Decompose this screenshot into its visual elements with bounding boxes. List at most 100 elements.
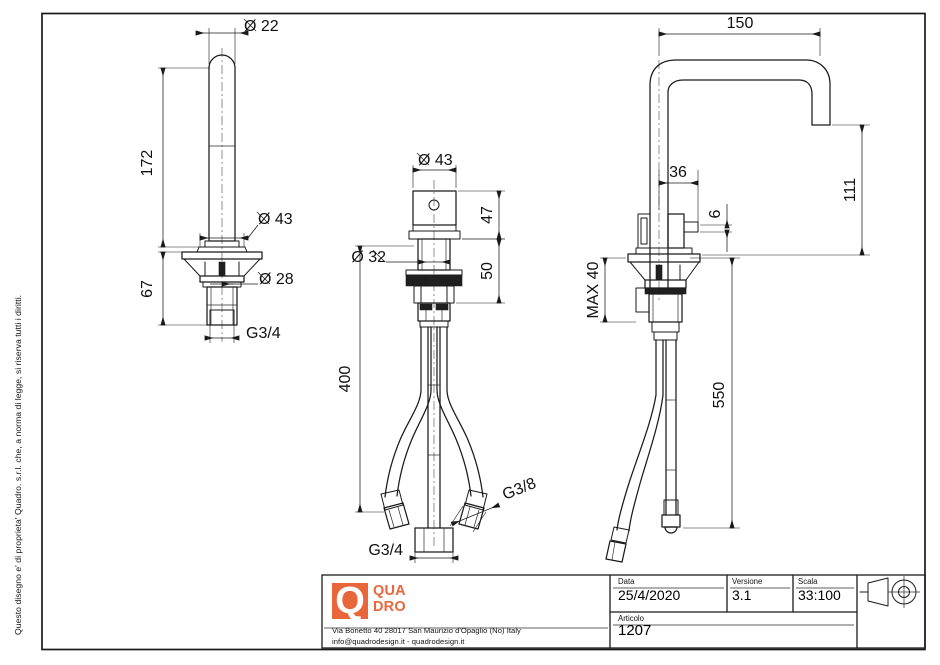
copyright-notice: Questo disegno e' di proprieta' Quadro. …	[13, 294, 23, 635]
escutcheon-core	[218, 261, 226, 277]
hose-left-nut-facet2	[397, 506, 404, 526]
spout-locknut-dark	[644, 287, 687, 295]
hose-left-inner	[396, 326, 432, 497]
connector-port-l	[419, 303, 433, 311]
dim-label-d22: Ø 22	[244, 18, 279, 35]
mixer-cap	[412, 190, 457, 226]
field-articolo: Articolo 1207	[615, 614, 857, 648]
hose-right-inner	[436, 326, 472, 497]
dim-label-g38: G3/8	[500, 475, 539, 504]
dim-label-550: 550	[711, 382, 728, 409]
field-articolo-value: 1207	[618, 622, 652, 639]
left-nut-facet3	[611, 541, 616, 561]
spout-inner-profile	[667, 79, 813, 289]
field-data: Data 25/4/2020	[615, 577, 727, 613]
hose-left-ferrule	[380, 489, 404, 511]
view-handle: Ø 22 172 67 Ø 43 Ø 28	[139, 18, 294, 343]
threaded-shank	[206, 286, 238, 326]
valve-spindle	[683, 221, 699, 233]
field-articolo-label: Articolo	[618, 614, 644, 623]
diameter-slash-d22	[243, 18, 257, 32]
field-scala-label: Scala	[798, 577, 818, 586]
hose-right-nut-facet2	[464, 506, 471, 526]
dim-label-v2d43: Ø 43	[418, 152, 453, 169]
hose-right-ferrule	[464, 489, 488, 511]
title-block-frame	[321, 574, 926, 649]
dim-label-6: 6	[707, 209, 724, 218]
hose-gland	[653, 331, 678, 341]
escutcheon-core3	[655, 264, 663, 281]
spout-outer-profile	[649, 59, 831, 289]
sheet-border	[41, 12, 926, 651]
dim-label-67: 67	[139, 280, 156, 298]
hose-left-outer	[384, 326, 422, 498]
mount-bracket	[413, 285, 455, 304]
field-versione-value: 3.1	[732, 587, 752, 603]
dim-label-400: 400	[337, 366, 354, 393]
field-data-label: Data	[618, 577, 635, 586]
leader-d43a	[247, 224, 259, 239]
hose-connector-block	[417, 302, 451, 322]
spout-escutcheon	[627, 253, 701, 263]
dimline-g38	[450, 502, 501, 527]
company-name-line2: DRO	[373, 599, 406, 615]
dim-label-111: 111	[842, 178, 859, 202]
cap-port-hole	[428, 199, 440, 211]
view-mixer-body: Ø 43 47 50 Ø 32 400	[337, 152, 539, 563]
address-line-2: info@quadrodesign.it - quadrodesign.it	[332, 636, 465, 646]
dim-label-g34: G3/4	[246, 325, 281, 342]
diameter-slash-d28	[257, 271, 271, 285]
connector-port-r	[435, 303, 449, 311]
dim-label-d28: Ø 28	[259, 271, 294, 288]
hose-end-left	[380, 489, 410, 530]
company-name-line1: QUA	[373, 583, 406, 599]
spout-shank	[648, 293, 683, 323]
company-address: Via Bonetto 40 28017 San Maurizio d'Opag…	[332, 626, 608, 647]
housing-base-plate	[635, 247, 693, 255]
escutcheon-plate	[181, 251, 263, 260]
company-logo: Q QUA DRO	[332, 580, 608, 622]
field-versione-label: Versione	[732, 577, 763, 586]
valve-housing-right	[667, 213, 685, 249]
valve-housing-inner	[640, 217, 648, 245]
handle-lever	[208, 54, 236, 242]
address-line-1: Via Bonetto 40 28017 San Maurizio d'Opag…	[332, 626, 521, 635]
connector-base	[419, 320, 449, 328]
hose-left-nut-facet	[388, 509, 395, 528]
projection-symbol-icon	[859, 576, 920, 608]
dim-label-50: 50	[479, 262, 496, 280]
dim-label-172: 172	[139, 150, 156, 177]
cap-base-flange	[408, 230, 461, 240]
title-block-outer	[321, 574, 926, 649]
dim-label-150: 150	[727, 15, 754, 32]
dim-label-d43a: Ø 43	[258, 211, 293, 228]
hose-left-nut	[383, 502, 410, 530]
spout-hose-end-right	[661, 499, 681, 534]
right-hose-tip	[664, 526, 678, 534]
side-bracket	[635, 287, 650, 313]
field-data-value: 25/4/2020	[618, 587, 681, 603]
valve-housing-left	[637, 213, 651, 249]
hose-right-outer	[446, 326, 484, 498]
diameter-slash-d32	[372, 249, 386, 263]
view-spout: 150 111 36 6 MAX 40	[585, 15, 870, 563]
left-hose-nut3	[605, 540, 627, 563]
cap-rim	[412, 224, 457, 232]
field-scala: Scala 33:100	[795, 577, 857, 613]
diameter-slash-d43a	[256, 211, 270, 225]
dim-label-v2g34: G3/4	[368, 542, 403, 559]
spout-hose-left-inner	[628, 339, 664, 532]
dim-label-max40: MAX 40	[585, 261, 602, 318]
locknut-upper	[199, 275, 245, 283]
dim-label-47: 47	[479, 206, 496, 224]
diameter-slash-v2d43	[416, 152, 430, 166]
shank-end-fitting	[651, 321, 680, 333]
left-hose-ferrule3	[610, 526, 630, 544]
logo-q-glyph: Q	[335, 580, 365, 622]
company-info-cell: Q QUA DRO Via Bonetto 40 28017 San Mauri…	[324, 576, 608, 648]
spout-hose-end-left	[605, 526, 630, 563]
company-name: QUA DRO	[373, 583, 406, 615]
projection-cone	[867, 577, 889, 607]
